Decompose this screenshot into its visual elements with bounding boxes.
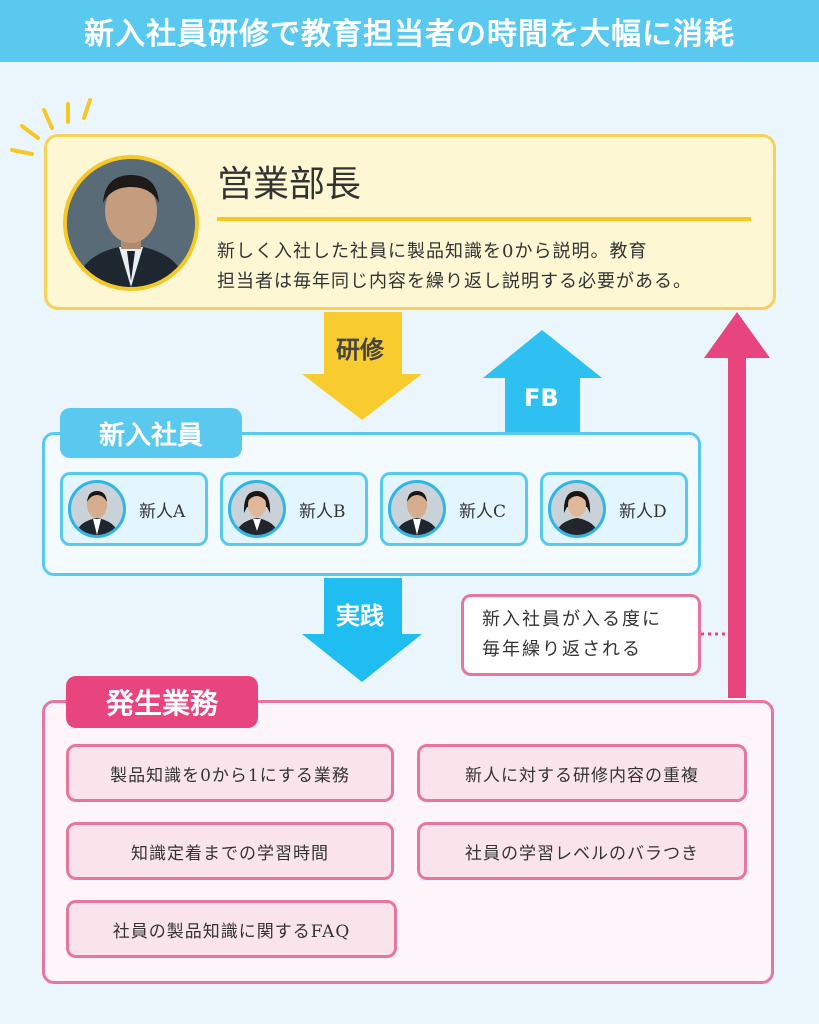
manager-card: 営業部長 新しく入社した社員に製品知識を0から説明。教育 担当者は毎年同じ内容を…	[44, 134, 776, 310]
training-arrow	[302, 312, 422, 420]
practice-arrow	[302, 578, 422, 682]
task-item: 社員の製品知識に関するFAQ	[66, 900, 397, 958]
person-icon	[71, 483, 123, 535]
employee-card-b: 新人B	[220, 472, 368, 546]
task-item: 知識定着までの学習時間	[66, 822, 394, 880]
task-item: 製品知識を0から1にする業務	[66, 744, 394, 802]
employee-avatar	[388, 480, 446, 538]
manager-description: 新しく入社した社員に製品知識を0から説明。教育 担当者は毎年同じ内容を繰り返し説…	[217, 237, 765, 297]
repeat-note-line1: 新入社員が入る度に	[482, 609, 662, 630]
manager-title: 営業部長	[217, 164, 362, 205]
employee-name: 新人B	[299, 502, 346, 522]
person-icon	[67, 159, 195, 287]
person-icon	[551, 483, 603, 535]
manager-underline	[217, 217, 751, 221]
loop-arrow-shaft	[728, 352, 746, 698]
person-icon	[391, 483, 443, 535]
repeat-note: 新入社員が入る度に 毎年繰り返される	[461, 594, 701, 676]
employee-card-a: 新人A	[60, 472, 208, 546]
spark-icon	[10, 98, 92, 156]
employee-avatar	[548, 480, 606, 538]
loop-arrow-head	[704, 312, 770, 358]
employee-card-c: 新人C	[380, 472, 528, 546]
tasks-section-label: 発生業務	[105, 687, 218, 720]
feedback-label: FB	[524, 384, 559, 412]
page-header: 新入社員研修で教育担当者の時間を大幅に消耗	[0, 0, 819, 62]
training-label: 研修	[336, 336, 384, 364]
employee-avatar	[228, 480, 286, 538]
employee-name: 新人A	[139, 502, 186, 522]
manager-avatar	[63, 155, 199, 291]
tasks-tab: 発生業務	[66, 676, 258, 728]
feedback-arrow	[483, 330, 602, 432]
employee-avatar	[68, 480, 126, 538]
practice-label: 実践	[336, 602, 384, 630]
employee-name: 新人D	[619, 502, 667, 522]
person-icon	[231, 483, 283, 535]
employee-name: 新人C	[459, 502, 507, 522]
employees-tab: 新入社員	[60, 408, 242, 458]
employee-card-d: 新人D	[540, 472, 688, 546]
task-item: 社員の学習レベルのバラつき	[417, 822, 747, 880]
manager-description-line2: 担当者は毎年同じ内容を繰り返し説明する必要がある。	[217, 271, 692, 292]
page-title: 新入社員研修で教育担当者の時間を大幅に消耗	[84, 17, 735, 52]
task-item: 新人に対する研修内容の重複	[417, 744, 747, 802]
repeat-note-line2: 毎年繰り返される	[482, 639, 642, 660]
manager-description-line1: 新しく入社した社員に製品知識を0から説明。教育	[217, 241, 648, 262]
employees-section-label: 新入社員	[98, 420, 203, 451]
